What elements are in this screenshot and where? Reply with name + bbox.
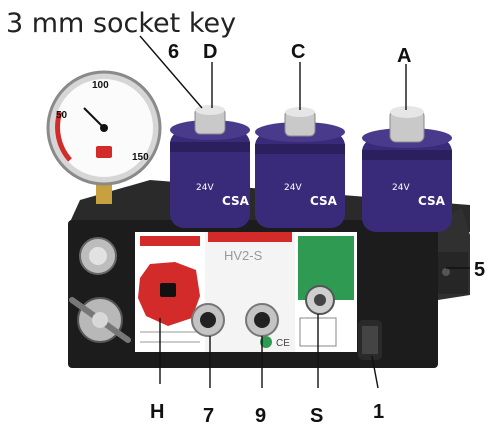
red-lockout-panel bbox=[135, 232, 205, 352]
label-6: 6 bbox=[168, 41, 179, 63]
svg-text:CSA: CSA bbox=[222, 194, 250, 208]
leader-lines bbox=[139, 35, 470, 389]
svg-text:CSA: CSA bbox=[418, 194, 446, 208]
port-9 bbox=[245, 303, 279, 337]
label-c: C bbox=[291, 41, 305, 63]
label-5: 5 bbox=[474, 259, 485, 281]
caption-socket-key: 3 mm socket key bbox=[6, 8, 236, 39]
pressure-gauge: 50 100 150 bbox=[46, 70, 162, 204]
svg-text:HV2-S: HV2-S bbox=[224, 248, 263, 263]
left-fittings bbox=[69, 237, 131, 343]
svg-text:CSA: CSA bbox=[310, 194, 338, 208]
label-7: 7 bbox=[203, 405, 214, 427]
label-s: S bbox=[310, 405, 323, 427]
svg-text:100: 100 bbox=[92, 80, 109, 91]
coil-d: 24V CSA bbox=[170, 105, 250, 228]
svg-text:150: 150 bbox=[132, 152, 149, 163]
svg-text:CE: CE bbox=[276, 338, 290, 349]
bottom-fitting bbox=[358, 320, 382, 360]
center-label-panel: HV2-S CE bbox=[205, 232, 295, 352]
label-9: 9 bbox=[255, 405, 266, 427]
label-a: A bbox=[397, 45, 411, 67]
svg-text:24V: 24V bbox=[196, 183, 214, 193]
green-panel bbox=[295, 232, 357, 352]
label-d: D bbox=[203, 41, 217, 63]
svg-text:50: 50 bbox=[56, 110, 68, 121]
label-1: 1 bbox=[373, 401, 384, 423]
coil-c: 24V CSA bbox=[255, 107, 345, 228]
port-7 bbox=[191, 303, 225, 337]
label-h: H bbox=[150, 401, 164, 423]
coil-a: 24V CSA bbox=[362, 106, 452, 232]
svg-text:24V: 24V bbox=[392, 183, 410, 193]
svg-text:24V: 24V bbox=[284, 183, 302, 193]
